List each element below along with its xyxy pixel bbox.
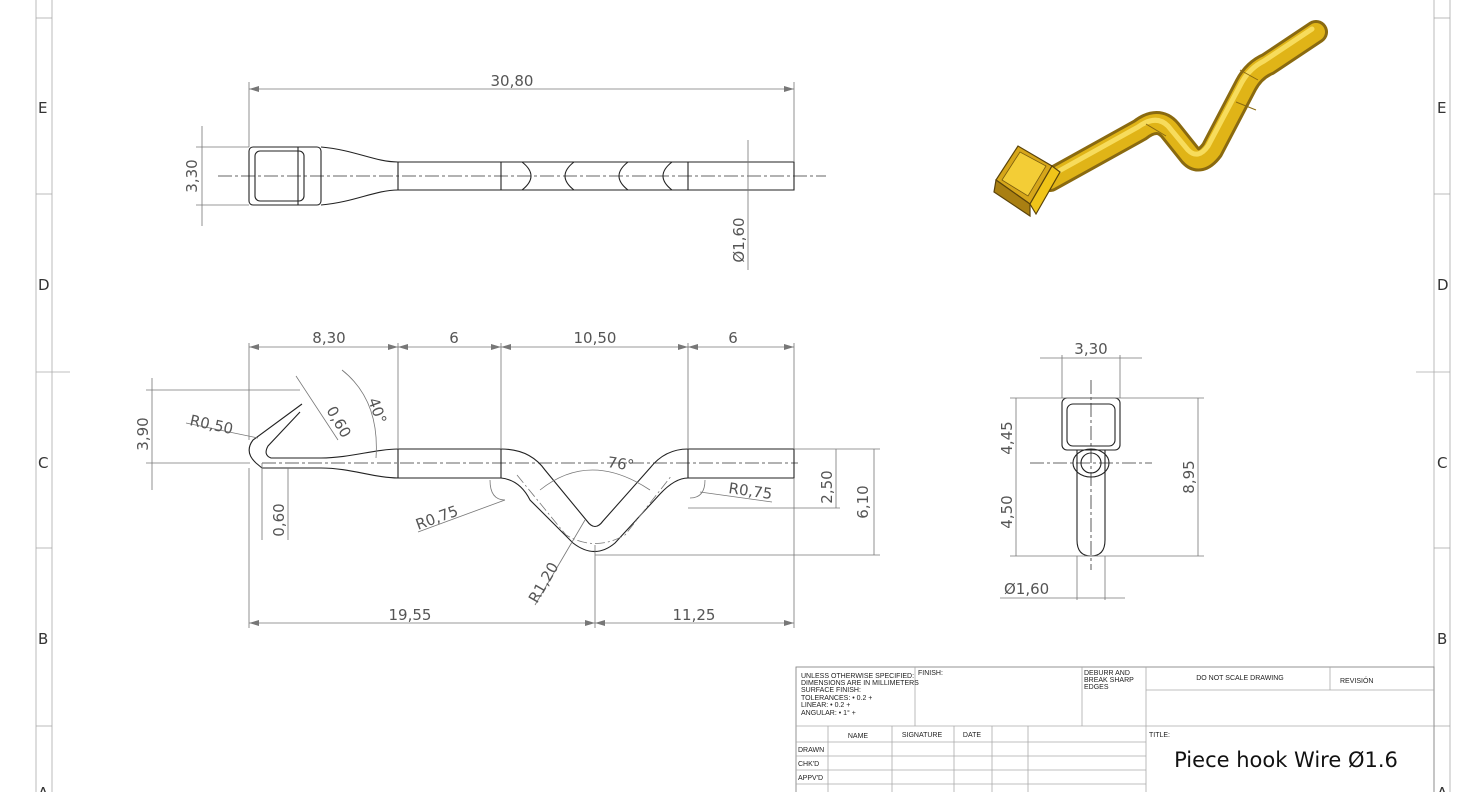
dim-front-tip-offset: 0,60: [270, 503, 288, 536]
col-signature: SIGNATURE: [902, 732, 943, 739]
dim-side-width: 3,30: [1074, 340, 1107, 358]
zone-right-b: B: [1437, 630, 1447, 648]
dim-top-length: 30,80: [491, 72, 534, 90]
zone-left-d: D: [38, 276, 50, 294]
isometric-render: [993, 20, 1328, 218]
tolerance-line-1: UNLESS OTHERWISE SPECIFIED:: [801, 673, 914, 680]
zone-left-b: B: [38, 630, 48, 648]
deburr-line-1: DEBURR AND: [1084, 670, 1130, 677]
finish-label: FINISH:: [918, 670, 943, 677]
zone-right-d: D: [1437, 276, 1449, 294]
zone-right-a: A: [1437, 784, 1448, 792]
do-not-scale: DO NOT SCALE DRAWING: [1196, 675, 1284, 682]
dim-front-h-total: 6,10: [854, 485, 872, 518]
zone-left-c: C: [38, 454, 48, 472]
top-view: [196, 82, 826, 270]
dim-side-h-total: 8,95: [1180, 460, 1198, 493]
row-drawn: DRAWN: [798, 747, 824, 754]
deburr-line-2: BREAK SHARP: [1084, 677, 1134, 684]
zone-left-e: E: [38, 99, 47, 117]
tolerance-line-4: TOLERANCES: • 0.2 +: [801, 695, 872, 702]
zone-left-a: A: [38, 784, 49, 792]
col-name: NAME: [848, 733, 869, 740]
dim-front-seg1: 8,30: [312, 329, 345, 347]
revision-label: REVISIÓN: [1340, 676, 1373, 685]
dim-front-seg2: 6: [449, 329, 459, 347]
dim-front-seg4: 6: [728, 329, 738, 347]
zone-right-e: E: [1437, 99, 1446, 117]
dim-front-r-bend-right: R0,75: [727, 479, 773, 503]
dim-front-height-left: 3,90: [134, 417, 152, 450]
dim-side-diameter: Ø1,60: [1004, 580, 1049, 598]
sheet-frame: [35, 0, 1451, 792]
dim-side-h-bottom: 4,50: [998, 495, 1016, 528]
tolerance-line-5: LINEAR: • 0.2 +: [801, 702, 850, 709]
title-block: [795, 666, 1435, 792]
col-date: DATE: [963, 732, 981, 739]
row-approved: APPV'D: [798, 775, 823, 782]
zone-right-c: C: [1437, 454, 1447, 472]
dim-top-height: 3,30: [183, 159, 201, 192]
dim-front-bend-angle: 76°: [606, 453, 635, 475]
tolerance-line-2: DIMENSIONS ARE IN MILLIMETERS: [801, 680, 919, 687]
dim-front-seg3: 10,50: [574, 329, 617, 347]
dim-side-h-top: 4,45: [998, 421, 1016, 454]
dim-front-tip-angle: 40°: [364, 395, 390, 426]
front-view: [146, 343, 880, 628]
dim-front-tip-width: 0,60: [323, 403, 355, 441]
drawing-title: Piece hook Wire Ø1.6: [1174, 748, 1398, 772]
tolerance-line-6: ANGULAR: • 1° +: [801, 709, 856, 717]
dim-front-r-tip: R0,50: [188, 411, 235, 438]
tolerance-line-3: SURFACE FINISH:: [801, 687, 861, 694]
dim-front-r-bottom: R1,20: [525, 559, 563, 606]
dim-front-h-small: 2,50: [818, 470, 836, 503]
dim-front-len-right: 11,25: [673, 606, 716, 624]
dim-top-diameter: Ø1,60: [730, 217, 748, 262]
dim-front-len-left: 19,55: [389, 606, 432, 624]
deburr-line-3: EDGES: [1084, 684, 1109, 691]
row-checked: CHK'D: [798, 761, 819, 768]
dim-front-r-bend-left: R0,75: [413, 502, 460, 534]
title-label: TITLE:: [1149, 732, 1170, 739]
side-view: [1000, 355, 1204, 600]
